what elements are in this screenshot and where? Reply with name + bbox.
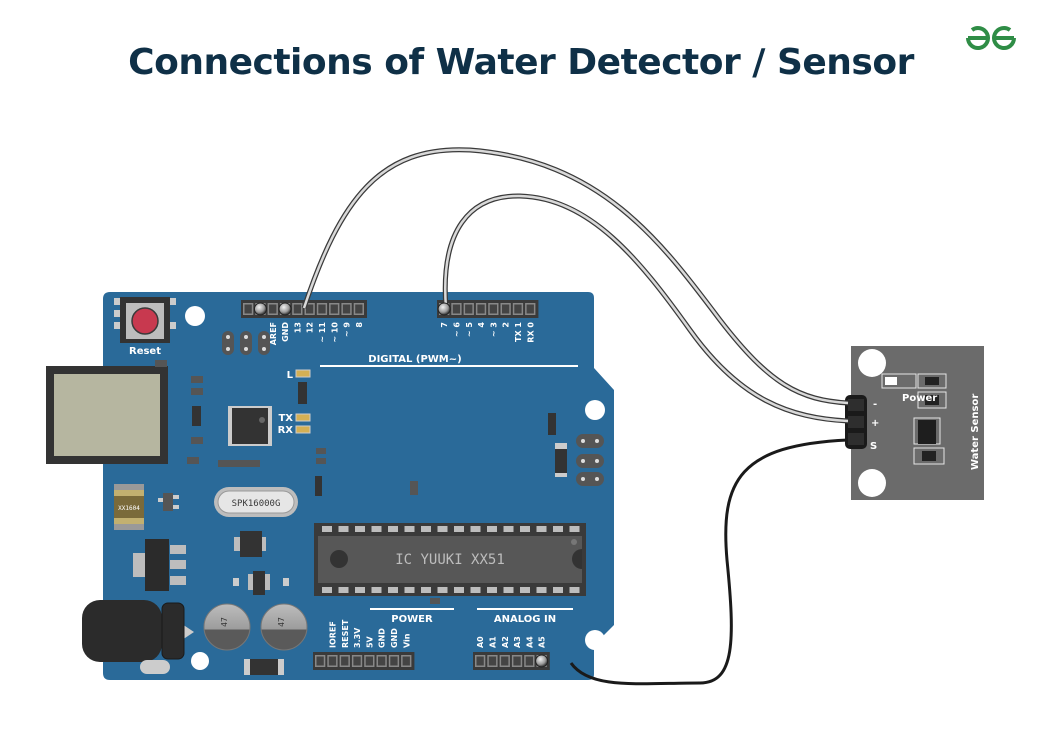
resistor-array [192, 406, 201, 426]
led-label-tx: TX [278, 413, 293, 424]
svg-text:47: 47 [220, 617, 229, 627]
water-sensor-module: Power Water Sensor - + S [845, 346, 984, 500]
pin-label: ~ 3 [489, 322, 498, 337]
microcontroller-chip [228, 406, 272, 446]
pin-label: ~ 9 [343, 322, 352, 337]
geeksforgeeks-logo-icon [966, 26, 1016, 50]
led-l [295, 369, 311, 378]
usb-port [46, 366, 168, 464]
diode [244, 659, 284, 675]
icsp-header-2 [576, 434, 604, 486]
pin-label: RX 0 [526, 322, 535, 343]
page-title: Connections of Water Detector / Sensor [128, 42, 914, 83]
sensor-pin-header [845, 395, 867, 449]
sensor-pin-plus: + [871, 418, 879, 429]
pin-label: 2 [502, 322, 511, 328]
pin-label: TX 1 [514, 322, 523, 342]
resistor-array [298, 382, 307, 404]
icsp-header [222, 331, 270, 355]
sensor-pin-signal: S [870, 441, 877, 452]
pin-label: Vin [402, 633, 411, 648]
wire-pin7-to-plus [442, 193, 849, 424]
pin-label: 3.3V [353, 627, 362, 648]
mounting-hole [585, 630, 605, 650]
resonator-label: XX1604 [118, 505, 140, 512]
pin-label: AREF [269, 322, 278, 345]
pin-label: A3 [513, 636, 522, 648]
wire-gnd-to-minus [301, 147, 849, 406]
capacitor: 47 [203, 603, 251, 651]
wire-a5-to-signal [569, 438, 849, 686]
svg-text:47: 47 [277, 617, 286, 627]
sensor-pin-minus: - [873, 399, 877, 410]
pin-label: ~ 10 [330, 322, 339, 343]
capacitor: 47 [260, 603, 308, 651]
wire-end-gnd [253, 302, 267, 316]
analog-section-label: ANALOG IN [494, 614, 556, 625]
wire-end-gnd [278, 302, 292, 316]
small-chip [234, 531, 266, 557]
ic-label: IC YUUKI XX51 [395, 552, 505, 568]
pin-label: 13 [293, 322, 302, 333]
pin-label: 5V [365, 635, 374, 648]
pin-label: GND [378, 628, 387, 648]
pin-label: GND [390, 628, 399, 648]
pin-label: ~ 11 [318, 322, 327, 343]
crystal-label: SPK16000G [232, 499, 281, 509]
led-label-l: L [287, 370, 294, 381]
mounting-hole [185, 306, 205, 326]
pin-label: A2 [501, 636, 510, 648]
voltage-regulator [133, 539, 186, 591]
small-chip [233, 571, 289, 595]
pin-label: RESET [341, 619, 350, 648]
power-jack [82, 600, 194, 674]
led-rx [295, 425, 311, 434]
led-tx [295, 413, 311, 422]
crystal-oscillator: SPK16000G [214, 487, 298, 517]
pin-label: 7 [440, 322, 449, 328]
pin-label: 8 [355, 322, 364, 328]
wire-end-7 [437, 302, 451, 316]
pin-label: 12 [306, 322, 315, 333]
mounting-hole [191, 652, 209, 670]
led-label-rx: RX [278, 425, 294, 436]
pin-label: 4 [477, 322, 486, 328]
transistor [158, 493, 179, 511]
reset-label: Reset [129, 346, 161, 357]
power-section-label: POWER [391, 614, 433, 625]
mounting-hole [585, 400, 605, 420]
wire-end-a5 [535, 654, 549, 668]
pin-label: GND [281, 322, 290, 342]
sensor-name-label: Water Sensor [970, 394, 981, 470]
sensor-power-label: Power [902, 393, 937, 404]
pin-label: ~ 5 [465, 322, 474, 337]
resistor-array [548, 413, 556, 435]
diode [555, 443, 567, 477]
pin-label: ~ 6 [452, 322, 461, 337]
pin-label: A1 [488, 636, 497, 648]
smd-components [155, 360, 440, 604]
reset-button[interactable] [114, 297, 176, 343]
pin-label: A5 [538, 636, 547, 648]
resistor-array [315, 476, 322, 496]
pin-label: A4 [525, 636, 534, 648]
atmega-ic: IC YUUKI XX51 [314, 523, 586, 596]
pin-label: A0 [476, 636, 485, 648]
pin-label: IOREF [328, 621, 337, 648]
resonator: XX1604 [114, 484, 144, 530]
digital-section-label: DIGITAL (PWM~) [368, 354, 461, 365]
